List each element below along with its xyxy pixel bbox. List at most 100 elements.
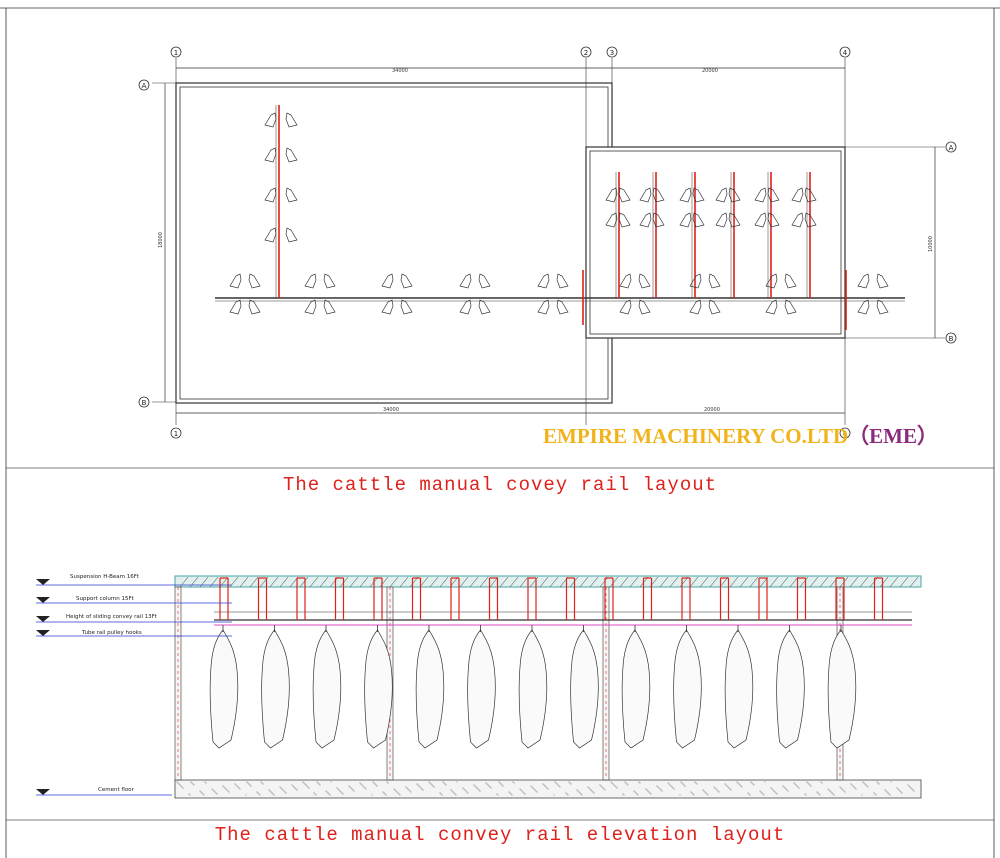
carcass-outline	[784, 273, 797, 289]
company-name: EMPIRE MACHINERY CO.LTD	[543, 424, 849, 448]
carcass-outline	[728, 212, 741, 228]
hanging-carcass	[312, 629, 342, 749]
carcass-outline	[639, 212, 652, 228]
hanging-carcass	[364, 629, 393, 749]
level-markers	[36, 579, 232, 796]
carcass-outline	[679, 212, 692, 228]
dim-top-left: 34000	[392, 68, 408, 74]
carcass-outline	[638, 299, 651, 315]
company-abbr: （EME）	[848, 424, 938, 448]
carcass-outline	[556, 273, 569, 289]
axis-bubble-top-2: 2	[580, 46, 592, 58]
carcass-outline	[264, 227, 277, 243]
elevation-view	[36, 575, 922, 799]
carcass-outline	[652, 187, 665, 203]
dim-bottom-right: 20000	[704, 407, 720, 413]
hanging-carcass	[209, 629, 239, 749]
carcass-outline	[556, 299, 569, 315]
level-triangle	[36, 579, 50, 585]
elevation-layout-title: The cattle manual convey rail elevation …	[214, 824, 786, 846]
carcass-outline	[784, 299, 797, 315]
svg-text:3: 3	[610, 49, 614, 57]
carcass-outline	[537, 273, 550, 289]
carcass-outline	[652, 212, 665, 228]
carcass-outline	[767, 187, 780, 203]
hanging-carcass	[621, 629, 651, 749]
carcass-outline	[248, 273, 261, 289]
carcass-outline	[285, 187, 298, 203]
carcass-outline	[478, 299, 491, 315]
level-label-rail-height: Height of sliding convey rail 13Ft	[66, 614, 157, 620]
svg-text:1: 1	[174, 430, 178, 438]
axis-bubble-top-3: 3	[606, 46, 618, 58]
carcass-outline	[689, 273, 702, 289]
suspension-beam	[174, 575, 922, 588]
level-label-cement-floor: Cement floor	[98, 787, 134, 793]
carcass-outline	[619, 273, 632, 289]
carcass-outline	[264, 187, 277, 203]
carcass-outline	[692, 187, 705, 203]
level-label-support-column: Support column 15Ft	[76, 596, 134, 602]
carcass-outline	[804, 187, 817, 203]
floor-texture	[176, 781, 915, 796]
carcass-outline	[754, 212, 767, 228]
rail-hangers	[219, 577, 884, 620]
carcass-outline	[229, 273, 242, 289]
carcass-outline	[229, 299, 242, 315]
dim-top-right: 20000	[702, 68, 718, 74]
axis-bubble-bottom-1: 1	[170, 427, 182, 439]
carcass-outline	[689, 299, 702, 315]
carcass-outline	[478, 273, 491, 289]
svg-text:4: 4	[843, 49, 848, 57]
large-room-wall	[175, 82, 613, 404]
carcass-outline	[804, 212, 817, 228]
axis-bubble-right-a: A	[945, 141, 957, 153]
axis-bubble-top-4: 4	[839, 46, 851, 58]
axis-bubble-right-b: B	[945, 332, 957, 344]
carcass-outline	[791, 212, 804, 228]
level-triangle	[36, 789, 50, 795]
carcass-outline	[304, 273, 317, 289]
hanging-carcass	[467, 629, 496, 749]
carcass-outline	[323, 299, 336, 315]
carcass-outline	[248, 299, 261, 315]
carcass-outline	[459, 273, 472, 289]
hanging-carcass	[673, 629, 702, 749]
carcass-outline	[285, 112, 298, 128]
level-triangle	[36, 630, 50, 636]
carcass-outline	[765, 299, 778, 315]
carcass-outline	[767, 212, 780, 228]
hanging-carcass	[776, 629, 805, 749]
carcass-outline	[264, 147, 277, 163]
carcass-outline	[765, 273, 778, 289]
axis-bubble-bottom-4: 4	[839, 427, 851, 439]
level-triangle	[36, 597, 50, 603]
carcass-outline	[381, 273, 394, 289]
hanging-carcass	[724, 629, 754, 749]
carcass-outline	[264, 112, 277, 128]
carcass-outline	[708, 273, 721, 289]
level-label-pulley-hooks: Tube rail pulley hooks	[82, 630, 142, 636]
carcass-outlines	[229, 112, 889, 315]
svg-text:B: B	[142, 399, 147, 407]
carcass-outline	[639, 187, 652, 203]
small-room-wall	[585, 146, 846, 339]
carcass-outline	[857, 273, 870, 289]
hanging-carcass	[261, 629, 290, 749]
carcass-outline	[754, 187, 767, 203]
axis-bubble-left-b: B	[138, 396, 150, 408]
svg-text:2: 2	[584, 49, 588, 57]
axis-bubble-left-a: A	[138, 79, 150, 91]
carcass-outline	[692, 212, 705, 228]
carcass-outline	[728, 187, 741, 203]
carcass-outline	[304, 299, 317, 315]
carcass-outline	[715, 212, 728, 228]
carcass-outline	[323, 273, 336, 289]
carcass-outline	[876, 299, 889, 315]
svg-text:A: A	[142, 82, 147, 90]
hanging-carcass	[415, 629, 445, 749]
axis-bubble-top-1: 1	[170, 46, 182, 58]
carcass-outline	[459, 299, 472, 315]
level-triangle	[36, 616, 50, 622]
